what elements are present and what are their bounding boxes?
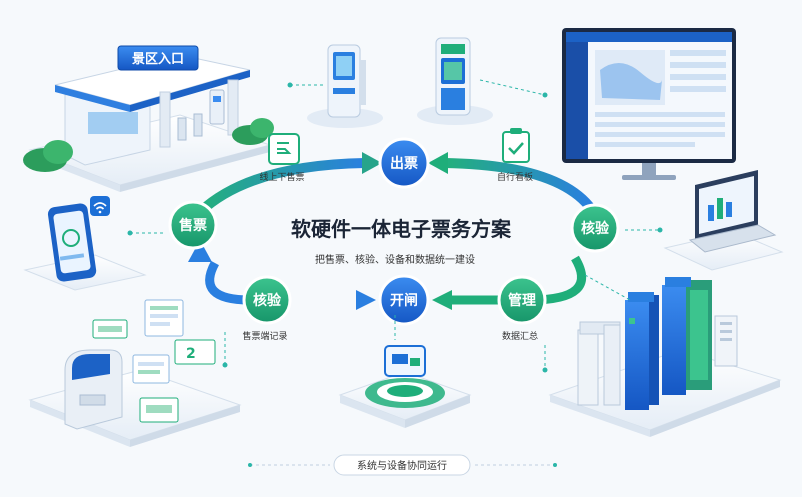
node-top: [378, 137, 430, 189]
entrance-sign-label: 景区入口: [132, 52, 184, 67]
node-top-label: 出票: [390, 155, 418, 172]
center-subtitle: 把售票、核验、设备和数据统一建设: [315, 253, 475, 266]
phone-device: [23, 203, 147, 291]
dashboard-monitor: [562, 28, 736, 180]
server-tower: [714, 315, 738, 367]
caption-top-right: 自行看板: [497, 171, 533, 183]
caption-bottom-right: 数据汇总: [502, 330, 538, 342]
sign-3: [174, 339, 216, 365]
footer-line: [248, 454, 557, 476]
scanner-pad: [338, 345, 472, 428]
center-title: 软硬件一体电子票务方案: [291, 217, 512, 241]
ticket-scan-icon: [268, 133, 300, 165]
connector-kiosk-right: [479, 79, 546, 96]
node-bottom-center: [378, 274, 430, 326]
node-bottom-center-label: 开闸: [390, 292, 418, 309]
caption-bottom-left: 售票端记录: [242, 330, 287, 342]
flow-arcs: [188, 152, 597, 310]
footer-caption: 系统与设备协同运行: [357, 459, 447, 472]
sign-3-number: 2: [186, 346, 196, 362]
bush-right: [232, 118, 274, 145]
node-right: [570, 203, 620, 253]
entrance-building: [28, 45, 272, 192]
node-bottom-left: [242, 275, 292, 325]
kiosk-right: [417, 37, 493, 125]
kiosk-left: [307, 44, 383, 128]
sign-1: [92, 319, 128, 339]
checklist-icon: [502, 128, 530, 163]
turnstile-gray: [577, 321, 621, 406]
laptop-device: [663, 170, 784, 271]
node-bottom-right-label: 管理: [508, 292, 536, 309]
caption-top-left: 线上下售票: [259, 171, 304, 183]
node-left-label: 售票: [178, 217, 207, 234]
node-bottom-left-label: 核验: [253, 292, 282, 309]
node-bottom-right: [497, 275, 547, 325]
turnstile-blue: [625, 292, 659, 410]
sign-2: [144, 299, 184, 337]
node-left: [168, 200, 218, 250]
printer-platform: [28, 349, 242, 447]
bush-left: [23, 140, 73, 172]
wifi-icon: [90, 196, 110, 216]
node-right-label: 核验: [581, 220, 610, 237]
sign-4: [132, 354, 179, 423]
turnstile-green: [662, 277, 712, 395]
